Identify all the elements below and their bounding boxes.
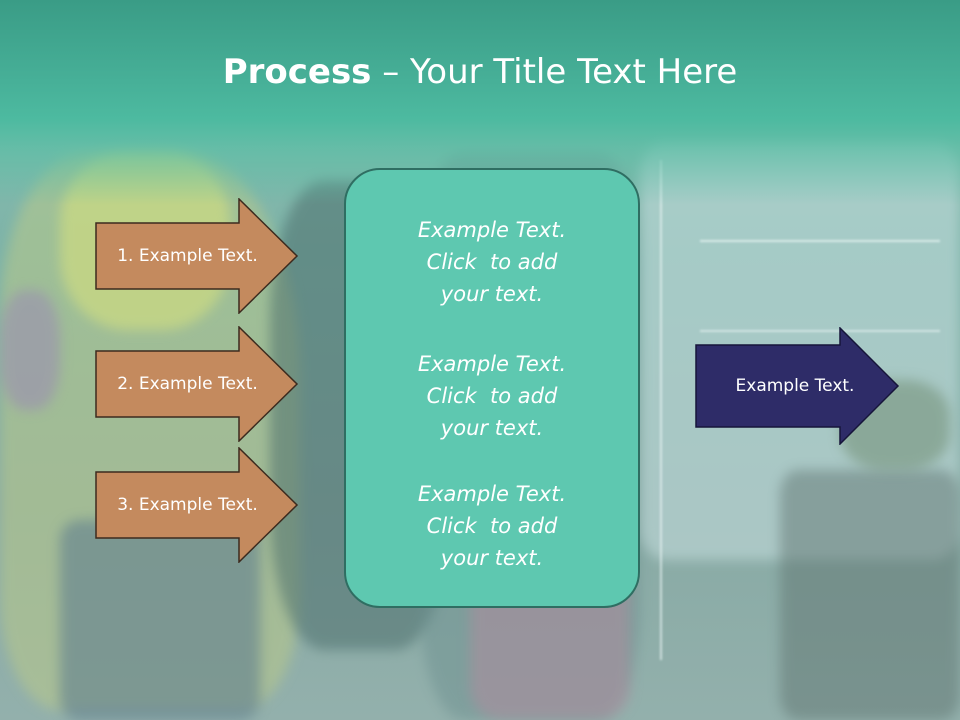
- process-step-1-arrow[interactable]: 1. Example Text.: [95, 198, 300, 314]
- right-arrow-shape-icon: [95, 326, 299, 442]
- center-paragraph-line: your text.: [440, 282, 544, 306]
- center-paragraph-line: your text.: [440, 546, 544, 570]
- center-paragraph-3: Example Text. Click to add your text.: [346, 478, 638, 574]
- process-step-3-arrow[interactable]: 3. Example Text.: [95, 447, 300, 563]
- center-paragraph-line: Click to add: [426, 514, 558, 538]
- slide-title[interactable]: Process – Your Title Text Here: [0, 52, 960, 92]
- center-text-box[interactable]: Example Text. Click to add your text. Ex…: [344, 168, 640, 608]
- center-paragraph-line: Example Text.: [417, 218, 567, 242]
- title-bold: Process: [222, 52, 372, 92]
- right-arrow-shape-icon: [95, 198, 299, 314]
- right-arrow-shape-icon: [695, 327, 900, 445]
- right-arrow-shape-icon: [95, 447, 299, 563]
- center-paragraph-line: Example Text.: [417, 352, 567, 376]
- center-paragraph-line: Example Text.: [417, 482, 567, 506]
- process-step-1-label: 1. Example Text.: [117, 246, 258, 266]
- center-paragraph-2: Example Text. Click to add your text.: [346, 348, 638, 444]
- output-arrow-label: Example Text.: [735, 376, 855, 396]
- center-paragraph-line: Click to add: [426, 384, 558, 408]
- process-step-2-arrow[interactable]: 2. Example Text.: [95, 326, 300, 442]
- center-paragraph-line: Click to add: [426, 250, 558, 274]
- center-paragraph-line: your text.: [440, 416, 544, 440]
- title-rest: – Your Title Text Here: [371, 52, 738, 92]
- process-step-3-label: 3. Example Text.: [117, 495, 258, 515]
- output-arrow[interactable]: Example Text.: [695, 327, 900, 445]
- center-paragraph-1: Example Text. Click to add your text.: [346, 214, 638, 310]
- process-step-2-label: 2. Example Text.: [117, 374, 258, 394]
